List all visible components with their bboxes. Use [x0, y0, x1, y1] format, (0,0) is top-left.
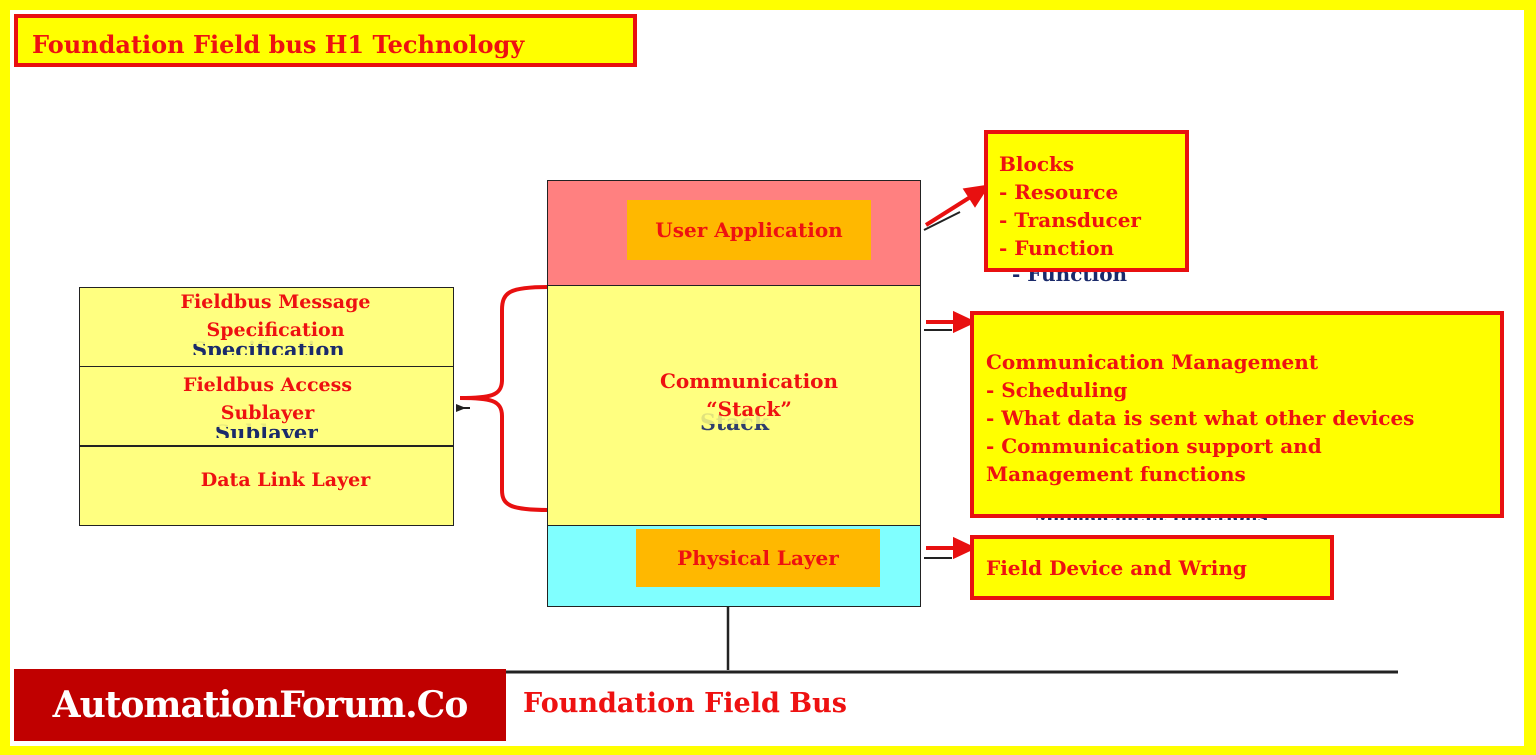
sublayer-fms-line-2: Specification — [206, 319, 345, 341]
comm-mgmt-line-4: - Communication support and — [986, 434, 1322, 458]
blocks-line-4: - Function — [999, 236, 1115, 260]
brand-banner: AutomationForum.Co — [14, 669, 506, 741]
sublayer-fms-label: Fieldbus Message Specification — [154, 288, 397, 344]
comm-mgmt-line-5: Management functions — [986, 462, 1246, 486]
physical-layer-label: Physical Layer — [636, 529, 880, 587]
sublayer-dll-label: Data Link Layer — [164, 452, 407, 508]
arrow-blocks — [924, 194, 974, 227]
bracket — [459, 285, 549, 512]
blocks-callout: Blocks - Resource - Transducer - Functio… — [984, 130, 1189, 272]
arrow-comm-head — [953, 310, 977, 334]
user-application-label: User Application — [627, 200, 871, 260]
footer-caption: Foundation Field Bus — [523, 688, 847, 719]
comm-mgmt-line-3: - What data is sent what other devices — [986, 406, 1415, 430]
comm-mgmt-line-2: - Scheduling — [986, 378, 1128, 402]
communication-management-callout: Communication Management - Scheduling - … — [970, 311, 1504, 518]
communication-stack-line-2: “Stack” — [706, 397, 792, 421]
blocks-line-1: Blocks — [999, 152, 1075, 176]
communication-stack-label: Communication “Stack” — [627, 366, 871, 424]
arrow-blocks-head — [962, 184, 991, 208]
sublayer-fms-line-1: Fieldbus Message — [180, 291, 371, 313]
blocks-line-3: - Transducer — [999, 208, 1141, 232]
field-device-callout: Field Device and Wring — [970, 535, 1334, 600]
sublayer-fas-label: Fieldbus Access Sublayer — [146, 371, 389, 427]
comm-mgmt-line-1: Communication Management — [986, 350, 1319, 374]
sublayer-fas-line-1: Fieldbus Access — [182, 374, 353, 396]
blocks-line-2: - Resource — [999, 180, 1119, 204]
sublayer-fas-line-2: Sublayer — [220, 402, 315, 424]
page-title: Foundation Field bus H1 Technology — [14, 14, 637, 67]
leader-sublayer-head — [456, 404, 466, 412]
communication-stack-line-1: Communication — [659, 369, 839, 393]
arrow-phys-head — [953, 536, 977, 560]
leader-blocks — [923, 211, 961, 231]
